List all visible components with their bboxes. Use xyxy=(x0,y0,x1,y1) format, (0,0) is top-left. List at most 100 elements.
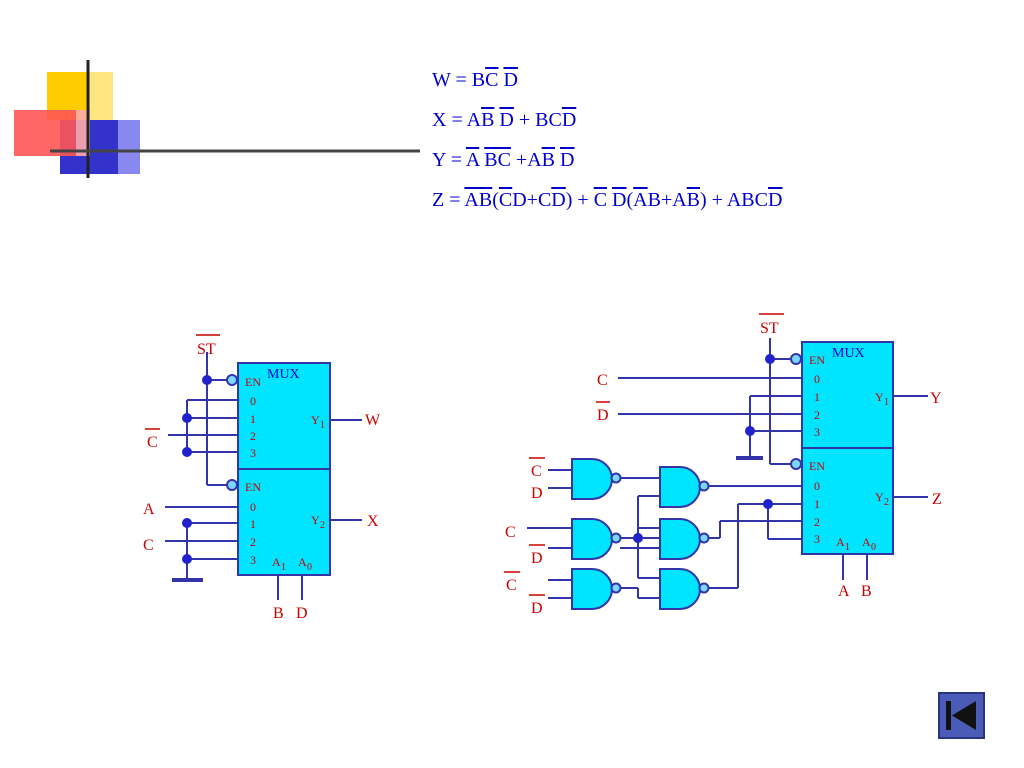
left-in2b: 2 xyxy=(250,535,256,549)
left-in3: 3 xyxy=(250,446,256,460)
left-in0b: 0 xyxy=(250,500,256,514)
back-triangle-icon xyxy=(946,701,976,730)
equation-term: BC xyxy=(484,149,511,171)
equation-term: C xyxy=(498,189,513,211)
left-in1b: 1 xyxy=(250,517,256,531)
output-x-label: X xyxy=(367,513,379,530)
right-select-b-label: B xyxy=(861,583,872,600)
right-en1: EN xyxy=(809,353,825,367)
gate1-in1-label: C xyxy=(531,463,542,480)
nand-gate-2 xyxy=(571,518,613,560)
right-a1: A xyxy=(836,535,845,549)
equation-term: B xyxy=(541,149,555,171)
gate3-in1-label: C xyxy=(506,577,517,594)
equation-term: B xyxy=(686,189,701,211)
left-select-b-label: B xyxy=(273,605,284,622)
left-junction-dots xyxy=(182,375,212,564)
right-in3b: 3 xyxy=(814,532,820,546)
equation-term: + BC xyxy=(513,109,562,131)
right-in1b: 1 xyxy=(814,497,820,511)
output-y-label: Y xyxy=(930,390,942,407)
left-a-label: A xyxy=(143,501,155,518)
left-en2: EN xyxy=(245,480,261,494)
right-y1-sub: 1 xyxy=(884,397,889,408)
right-in0b: 0 xyxy=(814,479,820,493)
corner-decoration xyxy=(14,60,420,178)
left-mux-box xyxy=(237,362,331,576)
equations-block: W = BC D X = AB D + BCD Y = A BC +AB D Z… xyxy=(432,60,782,220)
left-in0: 0 xyxy=(250,394,256,408)
back-button[interactable] xyxy=(938,692,985,739)
left-en1: EN xyxy=(245,375,261,389)
equation-term: D xyxy=(551,189,566,211)
equation-term: D+C xyxy=(512,189,552,211)
right-y2-sub: 2 xyxy=(884,497,889,508)
right-in1: 1 xyxy=(814,390,820,404)
equation-term: C xyxy=(485,69,499,91)
right-en2: EN xyxy=(809,459,825,473)
left-a1: A xyxy=(272,555,281,569)
equation-term: ) + xyxy=(565,189,594,211)
right-c-label: C xyxy=(597,372,608,389)
left-st-label: ST xyxy=(197,341,216,358)
gate2-in1-label: C xyxy=(505,524,516,541)
equation-term: B+A xyxy=(647,189,687,211)
left-en-bubbles xyxy=(226,374,238,491)
left-mux-title: MUX xyxy=(267,367,300,382)
equation-y: Y = A BC +AB D xyxy=(432,140,782,180)
equation-term: Z = xyxy=(432,189,465,211)
right-mux-box xyxy=(801,341,894,555)
nand-gate-4 xyxy=(659,466,701,508)
equation-term: C xyxy=(593,189,608,211)
equation-term: ( xyxy=(492,189,499,211)
equation-z: Z = AB(CD+CD) + C D(AB+AB) + ABCD xyxy=(432,180,782,220)
right-in0: 0 xyxy=(814,372,820,386)
left-y2: Y xyxy=(311,513,320,527)
equation-term: ) + ABC xyxy=(700,189,768,211)
gate1-in2-label: D xyxy=(531,485,543,502)
right-in2: 2 xyxy=(814,408,820,422)
equation-term: X = A xyxy=(432,109,482,131)
equation-term: +A xyxy=(510,149,542,171)
left-in3b: 3 xyxy=(250,553,256,567)
right-st-label: ST xyxy=(760,320,779,337)
equation-x: X = AB D + BCD xyxy=(432,100,782,140)
right-select-a-label: A xyxy=(838,583,850,600)
nand-gate-5 xyxy=(659,518,701,560)
output-w-label: W xyxy=(365,412,381,429)
left-c-label: C xyxy=(143,537,154,554)
left-mux-wires xyxy=(165,352,362,600)
left-a0-sub: 0 xyxy=(307,562,312,573)
equation-w: W = BC D xyxy=(432,60,782,100)
equation-term: W = B xyxy=(432,69,486,91)
gate3-in2-label: D xyxy=(531,600,543,617)
left-cbar-label: C xyxy=(147,434,158,451)
gate2-in2-label: D xyxy=(531,550,543,567)
right-bubbles xyxy=(610,353,802,594)
equation-term: AB xyxy=(464,189,493,211)
right-junction-dots xyxy=(633,354,775,543)
left-y2-sub: 2 xyxy=(320,520,325,531)
equation-term: A xyxy=(633,189,648,211)
equation-term: D xyxy=(612,189,627,211)
equation-term: D xyxy=(767,189,783,211)
left-a0: A xyxy=(298,555,307,569)
equation-term: A xyxy=(465,149,480,171)
right-mux-title: MUX xyxy=(832,346,865,361)
right-in2b: 2 xyxy=(814,515,820,529)
right-a1-sub: 1 xyxy=(845,542,850,553)
right-in3: 3 xyxy=(814,425,820,439)
equation-term: D xyxy=(499,109,514,131)
right-a0: A xyxy=(862,535,871,549)
left-in1: 1 xyxy=(250,412,256,426)
equation-term: B xyxy=(481,109,495,131)
left-a1-sub: 1 xyxy=(281,562,286,573)
equation-term: D xyxy=(561,109,577,131)
left-y1-sub: 1 xyxy=(320,420,325,431)
right-a0-sub: 0 xyxy=(871,542,876,553)
left-y1: Y xyxy=(311,413,320,427)
nand-gate-3 xyxy=(571,568,613,610)
output-z-label: Z xyxy=(932,491,942,508)
right-y1: Y xyxy=(875,390,884,404)
